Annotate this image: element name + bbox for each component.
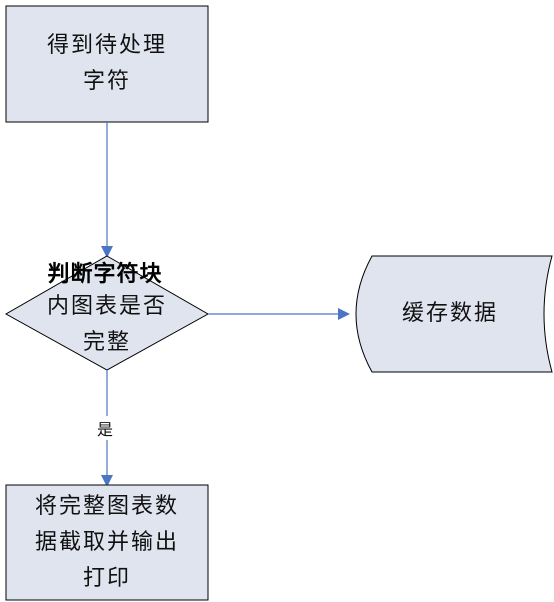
decision-label: 内图表是否 完整 [6, 290, 208, 360]
edge-label-yes: 是 [90, 416, 120, 440]
start-process-line-1: 得到待处理 [46, 33, 167, 58]
end-process-label: 将完整图表数 据截取并输出 打印 [6, 485, 208, 600]
stored-data-text: 缓存数据 [401, 301, 498, 326]
stored-data-shape [355, 255, 553, 373]
decision-label-line-1: 判断字符块 [47, 262, 163, 287]
end-process-line-3: 打印 [82, 565, 131, 591]
start-process-box [5, 5, 209, 123]
start-process-label: 得到待处理 字符 [6, 6, 208, 122]
start-process-line-2: 字符 [82, 69, 131, 94]
end-process-box [5, 484, 209, 601]
decision-label-line-2: 内图表是否 [46, 294, 167, 319]
stored-data-label: 缓存数据 [360, 256, 540, 372]
end-process-line-2: 据截取并输出 [34, 529, 179, 555]
end-process-line-1: 将完整图表数 [34, 493, 179, 519]
decision-label-line-3: 完整 [82, 330, 131, 355]
